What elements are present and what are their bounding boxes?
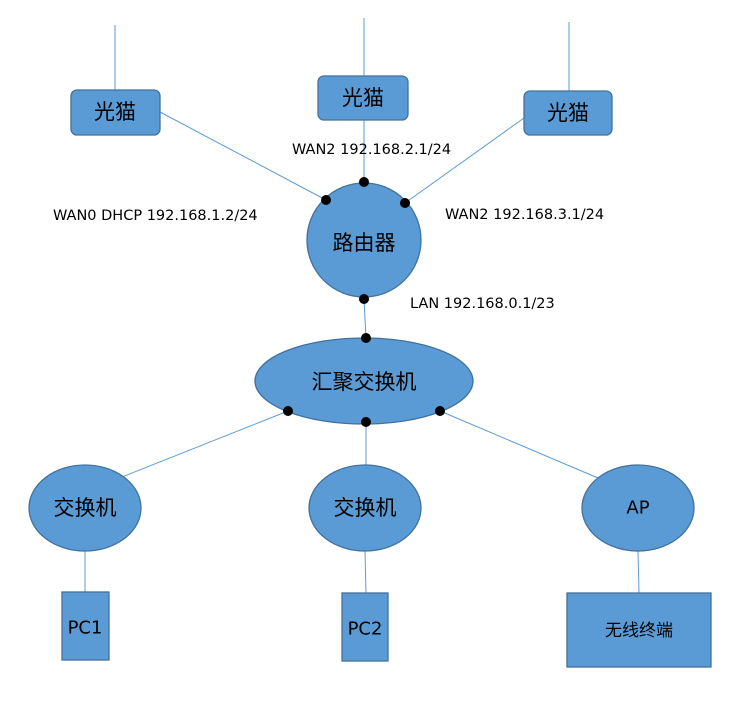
wan-right-label: WAN2 192.168.3.1/24: [445, 207, 604, 223]
modem-left-label: 光猫: [94, 100, 136, 124]
link-router-aggregation: [363, 298, 367, 339]
pc2: PC2: [341, 592, 389, 662]
switch-left-label: 交换机: [54, 496, 117, 520]
access-point: AP: [581, 464, 695, 552]
modem-left: 光猫: [70, 89, 161, 136]
port-dot: [283, 406, 293, 416]
router-label: 路由器: [333, 231, 396, 255]
modem-right: 光猫: [523, 90, 613, 136]
link-ap-wireless: [637, 550, 640, 594]
switch-middle: 交换机: [308, 464, 422, 552]
port-dot: [321, 195, 331, 205]
wireless-terminal-label: 无线终端: [605, 621, 673, 641]
port-dot: [435, 406, 445, 416]
port-dot: [359, 177, 369, 187]
wan-left-label: WAN0 DHCP 192.168.1.2/24: [53, 208, 258, 224]
modem-middle-label: 光猫: [342, 86, 384, 110]
wan-middle-label: WAN2 192.168.2.1/24: [292, 142, 451, 158]
modem-right-label: 光猫: [547, 101, 589, 125]
port-dot: [359, 294, 369, 304]
port-dot: [361, 333, 371, 343]
link-aggregation-switch-left: [121, 410, 289, 478]
lan-label: LAN 192.168.0.1/23: [410, 296, 555, 312]
port-dot: [361, 417, 371, 427]
link-switch-pc2: [364, 550, 367, 594]
switch-left: 交换机: [28, 464, 142, 552]
pc1: PC1: [61, 591, 110, 661]
switch-middle-label: 交换机: [334, 496, 397, 520]
aggregation-switch-label: 汇聚交换机: [312, 370, 417, 394]
port-dot: [400, 198, 410, 208]
modem-middle: 光猫: [317, 75, 409, 121]
access-point-label: AP: [626, 498, 649, 519]
pc2-label: PC2: [348, 619, 383, 640]
pc1-label: PC1: [68, 618, 103, 639]
wireless-terminal: 无线终端: [566, 592, 712, 668]
port-dots: [283, 177, 445, 427]
link-modem-right-router: [404, 117, 525, 204]
links: [84, 18, 640, 594]
link-modem-left-router: [159, 111, 327, 201]
link-aggregation-ap: [439, 410, 599, 479]
